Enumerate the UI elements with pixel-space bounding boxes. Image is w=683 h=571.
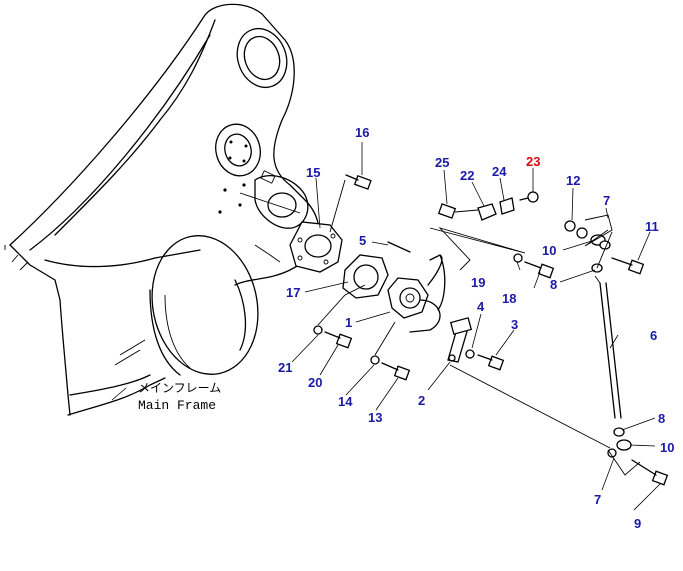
cable-harness (437, 254, 446, 311)
main-frame (4, 3, 321, 416)
callout-16: 16 (355, 125, 369, 140)
callout-5: 5 (359, 233, 366, 248)
flange-plate-17 (342, 254, 389, 299)
callout-11: 11 (645, 219, 659, 234)
fasteners (313, 174, 669, 486)
callout-13: 13 (368, 410, 382, 425)
callout-12: 12 (566, 173, 580, 188)
callout-8-bottom: 8 (658, 411, 665, 426)
callout-25: 25 (435, 155, 449, 170)
callout-15: 15 (306, 165, 320, 180)
callout-20: 20 (308, 375, 322, 390)
callout-leaders (291, 142, 661, 511)
callout-4: 4 (477, 299, 485, 314)
callout-24: 24 (492, 164, 507, 179)
callout-2: 2 (418, 393, 425, 408)
rod-6 (594, 275, 622, 419)
assembly-lines (239, 179, 641, 476)
callout-22: 22 (460, 168, 474, 183)
callout-labels: 16 15 5 17 1 25 22 24 23 12 7 11 10 8 19… (278, 125, 674, 531)
frame-label-leader (111, 387, 127, 401)
callout-19: 19 (471, 275, 485, 290)
callout-1: 1 (345, 315, 352, 330)
callout-3: 3 (511, 317, 518, 332)
callout-18: 18 (502, 291, 516, 306)
callout-10-top: 10 (542, 243, 556, 258)
callout-23: 23 (526, 154, 540, 169)
callout-8-top: 8 (550, 277, 557, 292)
sensor-1 (387, 254, 443, 333)
frame-label-en: Main Frame (138, 398, 216, 413)
callout-21: 21 (278, 360, 292, 375)
bracket-plate-15 (289, 221, 343, 273)
lever-2 (447, 317, 473, 363)
callout-6: 6 (650, 328, 657, 343)
callout-17: 17 (286, 285, 300, 300)
callout-14: 14 (338, 394, 353, 409)
callout-7-bottom: 7 (594, 492, 601, 507)
callout-10-bottom: 10 (660, 440, 674, 455)
callout-7-top: 7 (603, 193, 610, 208)
frame-label-jp: メインフレーム (138, 381, 221, 395)
callout-9: 9 (634, 516, 641, 531)
